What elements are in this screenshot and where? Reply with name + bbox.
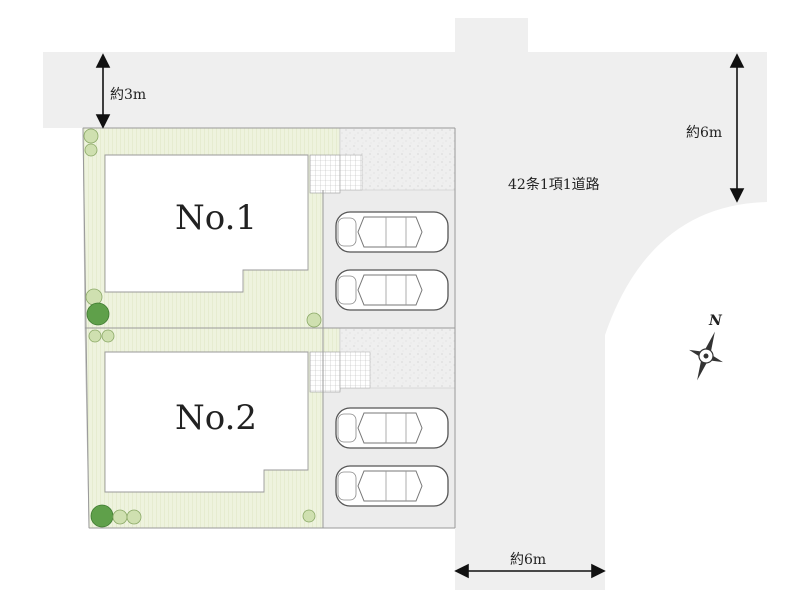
tree-icon xyxy=(90,504,114,528)
road-type-label: 42条1項1道路 xyxy=(508,177,600,193)
lot1-house-footprint xyxy=(104,154,309,293)
compass-north-label: N xyxy=(709,313,722,329)
compass-icon xyxy=(689,331,723,381)
shrub-icon xyxy=(85,288,103,306)
lot1-step xyxy=(339,154,363,191)
shrub-icon xyxy=(126,509,142,525)
shrub-icon xyxy=(83,128,99,144)
car-icon xyxy=(335,211,449,253)
top-road-width-label: 約3m xyxy=(110,87,147,103)
roads xyxy=(43,18,767,590)
trees xyxy=(83,128,322,528)
shrub-icon xyxy=(84,143,98,157)
north-spur-road xyxy=(455,18,528,58)
right-road-width-label: 約6m xyxy=(686,125,723,141)
shrub-icon xyxy=(302,509,316,523)
bottom-road-width-label: 約6m xyxy=(510,552,547,568)
shrub-icon xyxy=(88,329,102,343)
car-icon xyxy=(335,407,449,449)
shrub-icon xyxy=(112,509,128,525)
lot1-label: No.1 xyxy=(175,198,258,238)
shrub-icon xyxy=(306,312,322,328)
top-road xyxy=(43,52,767,128)
lot1-entry-tile xyxy=(309,154,341,194)
tree-icon xyxy=(86,302,110,326)
car-icon xyxy=(335,465,449,507)
boundary-lines xyxy=(82,127,456,529)
lot2-entry-tile xyxy=(309,351,341,393)
lot2-label: No.2 xyxy=(175,398,258,438)
lot-no1 xyxy=(82,127,456,329)
car-icon xyxy=(335,269,449,311)
main-road xyxy=(455,120,767,590)
lot2-house-footprint xyxy=(104,351,309,493)
lot-no2 xyxy=(84,327,456,529)
dimension-arrows xyxy=(95,53,745,579)
shrub-icon xyxy=(101,329,115,343)
lot2-step xyxy=(339,351,371,389)
cars xyxy=(335,211,449,507)
